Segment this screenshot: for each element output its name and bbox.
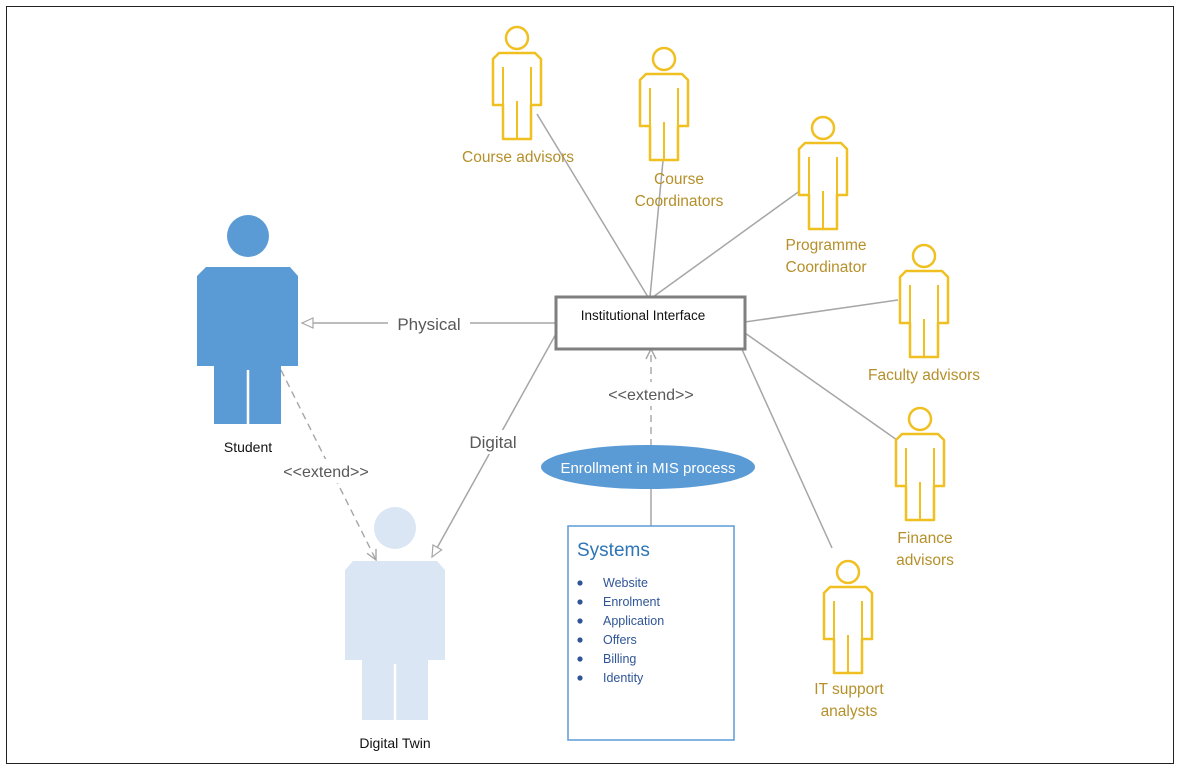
actor-body-icon [822,585,874,675]
systems-item: Enrolment [603,595,660,609]
it-support-analysts-figure-icon [822,559,874,675]
stakeholder-actors: Course advisorsCourseCoordinatorsProgram… [462,25,980,720]
actor-head-icon [504,25,530,51]
actor-it-support-analysts: IT support analysts [814,559,884,720]
systems-item: Website [603,576,648,590]
actor-faculty-advisors: Faculty advisors [868,243,980,384]
programme-coordinator-figure-icon [797,115,849,231]
course-coordinators-figure-icon [638,46,690,162]
connector-finance-advisors [744,332,898,441]
actor-body-icon [894,432,946,522]
finance-advisors-label: advisors [896,552,954,569]
actor-course-advisors: Course advisors [462,25,574,166]
actor-head-icon [911,243,937,269]
student-extend-label: <<extend>> [283,464,368,481]
actor-finance-advisors: Finance advisors [894,406,954,569]
programme-coordinator-label: Coordinator [786,259,867,276]
physical-label: Physical [397,315,460,334]
course-coordinators-label: Course [654,171,704,188]
connector-programme-coordinator [652,189,802,298]
course-coordinators-label: Coordinators [635,193,724,210]
actor-body-icon [898,269,950,359]
it-support-analysts-label: analysts [821,703,878,720]
student-head-icon [227,215,269,257]
student-extend-label-bg [270,459,382,483]
systems-box: Systems WebsiteEnrolmentApplicationOffer… [567,525,735,741]
actor-connectors [536,113,899,549]
finance-advisors-label: Finance [897,530,952,547]
actor-body-icon [638,72,690,162]
digital-twin-head-icon [374,507,416,549]
it-support-analysts-label: IT support [814,681,884,698]
digital-twin-label: Digital Twin [359,735,430,751]
systems-item: Billing [603,652,636,666]
actor-head-icon [907,406,933,432]
student-label: Student [224,439,272,455]
process-extend-label-bg [595,382,707,406]
connector-it-support-analysts [739,344,833,549]
systems-item: Identity [603,671,644,685]
actor-head-icon [810,115,836,141]
course-advisors-figure-icon [491,25,543,141]
course-advisors-label: Course advisors [462,149,574,166]
actor-body-icon [491,51,543,141]
systems-box-border [567,525,735,741]
digital-label: Digital [469,433,516,452]
process-extend-label: <<extend>> [608,387,693,404]
connector-course-coordinators [649,149,665,298]
digital-label-bg [461,430,525,454]
connector-course-advisors [536,113,649,298]
systems-bullet-icon [577,675,583,681]
systems-list: WebsiteEnrolmentApplicationOffersBilling… [577,576,664,685]
faculty-advisors-label: Faculty advisors [868,367,980,384]
student-actor: Student [197,215,298,455]
systems-bullet-icon [577,618,583,624]
systems-bullet-icon [577,580,583,586]
systems-bullet-icon [577,637,583,643]
systems-bullet-icon [577,599,583,605]
programme-coordinator-label: Programme [786,237,867,254]
institutional-interface-label: Institutional Interface [581,308,706,323]
systems-item: Application [603,614,664,628]
connector-faculty-advisors [744,299,899,323]
student-body-icon [197,267,298,424]
digital-twin-body-icon [345,561,445,720]
faculty-advisors-figure-icon [898,243,950,359]
digital-twin-actor: Digital Twin [345,507,445,751]
actor-body-icon [797,141,849,231]
institutional-interface-box [554,295,747,351]
systems-bullet-icon [577,656,583,662]
enrollment-process-label: Enrollment in MIS process [560,460,735,477]
actor-head-icon [835,559,861,585]
actor-head-icon [651,46,677,72]
enrollment-process-ellipse [541,445,755,489]
finance-advisors-figure-icon [894,406,946,522]
systems-item: Offers [603,633,637,647]
systems-title: Systems [577,540,650,561]
physical-label-bg [388,311,470,335]
